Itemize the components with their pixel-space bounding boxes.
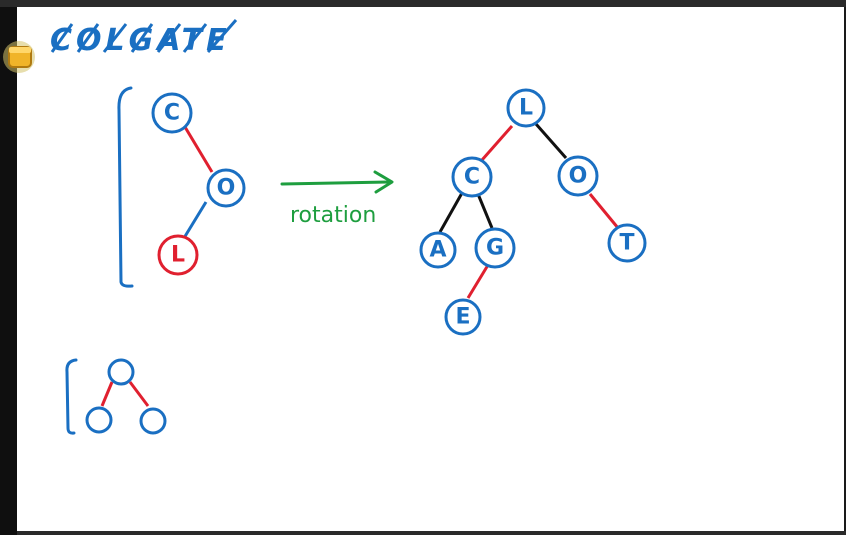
left-bracket	[117, 86, 134, 288]
node-label: A	[429, 238, 446, 263]
edge-c-g	[476, 193, 494, 229]
crossed-out-letters: COLGATE	[50, 19, 238, 58]
arrow-shaft	[280, 180, 392, 186]
tree-node: O	[557, 155, 599, 197]
right-tree-diagram: L C O A G T E	[419, 88, 647, 336]
left-tool-rail	[0, 7, 17, 535]
node-label: O	[569, 164, 588, 189]
rotation-arrow: rotation	[280, 170, 394, 228]
bottom-bracket	[65, 358, 78, 435]
node-label: E	[455, 305, 470, 330]
tree-node: L	[157, 234, 199, 276]
arrow-head	[373, 170, 394, 194]
node-label: O	[217, 176, 236, 201]
highlighter-cursor-icon	[3, 41, 35, 73]
tree-node: E	[444, 298, 482, 336]
tree-node	[85, 406, 113, 434]
tree-node: L	[506, 88, 546, 128]
tree-node	[107, 358, 135, 386]
bottom-strip	[17, 531, 846, 535]
edge-o-l	[182, 201, 208, 239]
edge-c-a	[438, 192, 464, 233]
tree-node: C	[451, 156, 493, 198]
bottom-tree-diagram	[65, 358, 167, 435]
edge-l-o	[534, 123, 568, 159]
edge-root-left	[100, 381, 114, 407]
tree-node: T	[607, 223, 647, 263]
tree-node: A	[419, 231, 457, 269]
node-label: G	[486, 236, 504, 261]
arrow-label: rotation	[290, 203, 376, 228]
whiteboard-canvas[interactable]	[17, 7, 844, 531]
edge-c-o	[183, 126, 214, 173]
tree-node	[139, 407, 167, 435]
tree-node: O	[206, 168, 246, 208]
node-label: C	[464, 165, 480, 190]
left-tree-diagram: C O L	[117, 86, 246, 288]
node-label: C	[164, 101, 180, 126]
tree-node: G	[474, 227, 516, 269]
node-label: T	[619, 231, 634, 256]
edge-l-c	[480, 125, 514, 161]
tree-node: C	[151, 92, 193, 134]
edge-o-t	[588, 193, 620, 229]
edge-root-right	[128, 381, 150, 407]
node-label: L	[171, 243, 185, 268]
top-toolbar-strip	[0, 0, 846, 7]
edge-g-e	[466, 264, 490, 299]
node-label: L	[519, 96, 533, 121]
